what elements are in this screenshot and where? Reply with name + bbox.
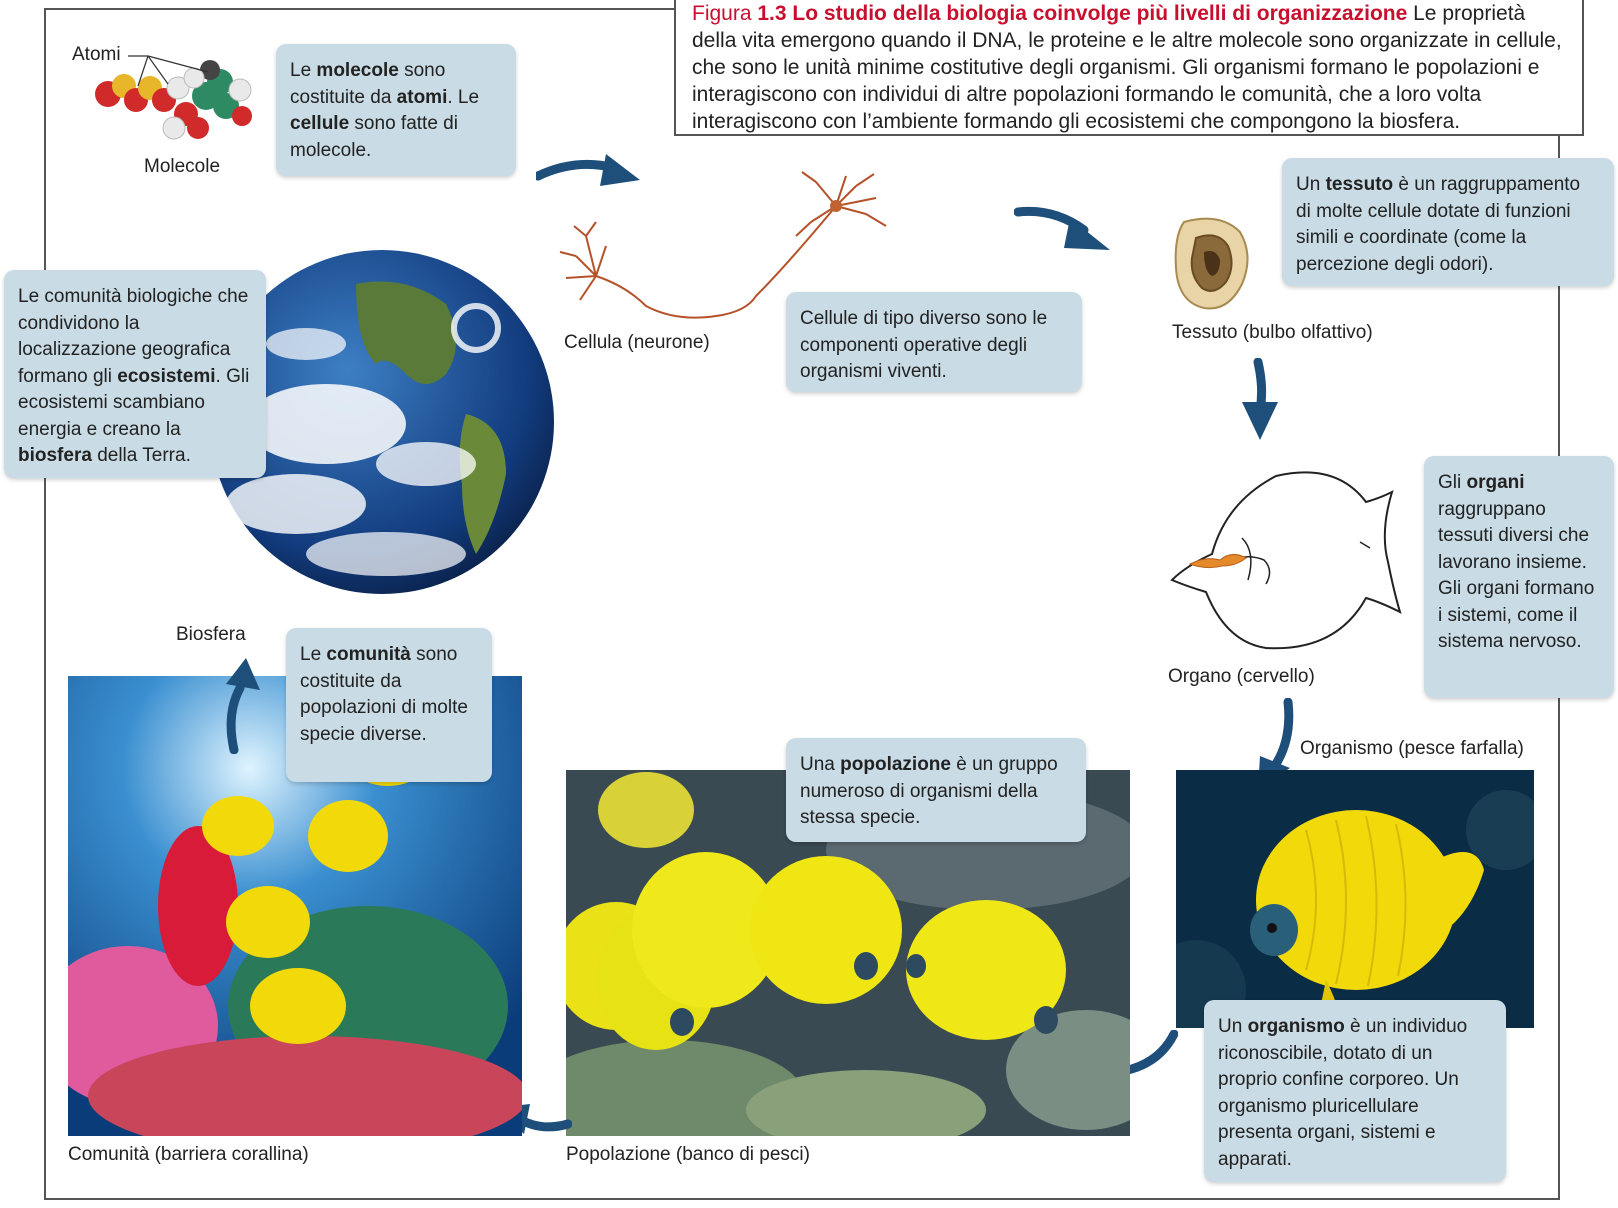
- caption-title: Lo studio della biologia coinvolge più l…: [787, 2, 1408, 25]
- organism-photo: [1176, 770, 1534, 1028]
- note-term: molecole: [316, 60, 398, 81]
- note-term: organi: [1467, 472, 1525, 493]
- note-term: ecosistemi: [117, 366, 215, 387]
- atoms-pointer-lines: [118, 50, 228, 100]
- note-text: Un: [1218, 1016, 1248, 1037]
- label-molecules: Molecole: [144, 156, 220, 178]
- note-text: raggruppano tessuti diversi che lavorano…: [1438, 499, 1594, 653]
- tissue-illustration: [1170, 212, 1254, 316]
- caption-figure-number: 1.3: [757, 2, 786, 25]
- note-term: organismo: [1248, 1016, 1345, 1037]
- arrow-tissue-to-organ: [1234, 358, 1284, 444]
- organ-fish-outline: [1166, 462, 1406, 662]
- label-population: Popolazione (banco di pesci): [566, 1144, 810, 1166]
- arrow-community-to-biosphere: [220, 654, 270, 754]
- note-term: cellule: [290, 113, 349, 134]
- note-cells: Cellule di tipo diverso sono le componen…: [786, 292, 1082, 392]
- note-text: . Le: [447, 87, 479, 108]
- label-organism: Organismo (pesce farfalla): [1300, 738, 1524, 760]
- note-text: Gli: [1438, 472, 1467, 493]
- note-text: della Terra.: [92, 445, 191, 466]
- figure-caption: Figura 1.3 Lo studio della biologia coin…: [674, 0, 1584, 136]
- note-term: popolazione: [840, 754, 951, 775]
- arrow-cell-to-tissue: [1014, 200, 1114, 256]
- note-text: Una: [800, 754, 840, 775]
- note-term: comunità: [326, 644, 410, 665]
- note-organism: Un organismo è un individuo riconoscibil…: [1204, 1000, 1506, 1182]
- note-tissue: Un tessuto è un raggruppamento di molte …: [1282, 158, 1614, 286]
- label-community: Comunità (barriera corallina): [68, 1144, 309, 1166]
- note-molecules: Le molecole sono costituite da atomi. Le…: [276, 44, 516, 176]
- note-text: è un individuo riconoscibile, dotato di …: [1218, 1016, 1467, 1170]
- note-text: Un: [1296, 174, 1326, 195]
- note-community: Le comunità sono costituite da popolazio…: [286, 628, 492, 782]
- note-ecosystems: Le comunità biologiche che condividono l…: [4, 270, 266, 478]
- caption-figure-label: Figura: [692, 2, 757, 25]
- note-population: Una popolazione è un gruppo numeroso di …: [786, 738, 1086, 842]
- note-term: biosfera: [18, 445, 92, 466]
- label-cell: Cellula (neurone): [564, 332, 710, 354]
- label-organ: Organo (cervello): [1168, 666, 1315, 688]
- note-text: Cellule di tipo diverso sono le componen…: [800, 308, 1047, 382]
- note-text: Le: [300, 644, 326, 665]
- note-term: atomi: [397, 87, 448, 108]
- note-term: tessuto: [1326, 174, 1394, 195]
- label-tissue: Tessuto (bulbo olfattivo): [1172, 322, 1373, 344]
- label-biosphere: Biosfera: [176, 624, 246, 646]
- note-organs: Gli organi raggruppano tessuti diversi c…: [1424, 456, 1614, 698]
- label-atoms: Atomi: [72, 44, 121, 66]
- note-text: Le: [290, 60, 316, 81]
